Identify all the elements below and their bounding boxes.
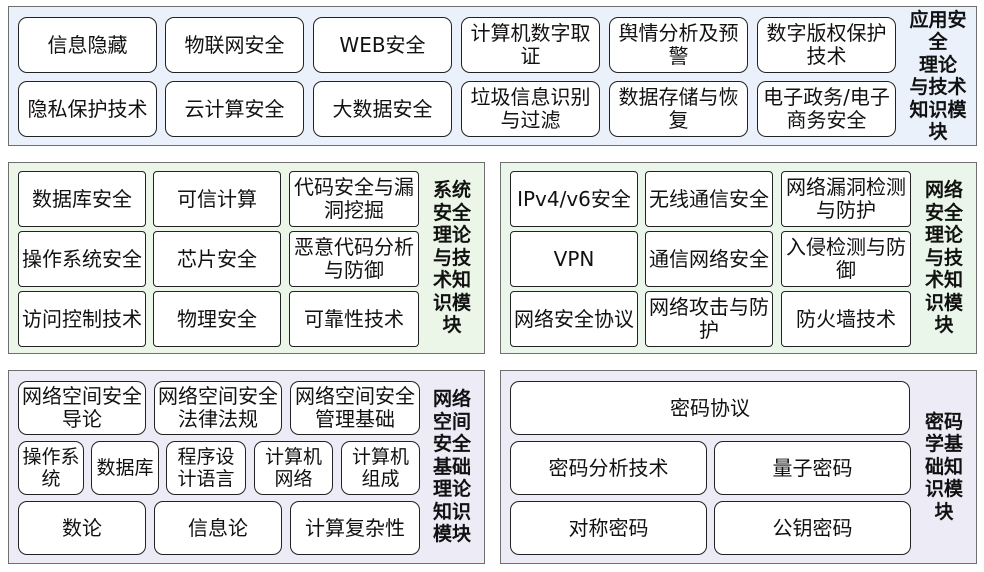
cyberspace-basics-item: 网络空间安全管理基础 [290,381,420,435]
system-security-item: 可信计算 [153,171,281,227]
cyberspace-basics-item: 网络空间安全导论 [18,381,146,435]
network-security-item: IPv4/v6安全 [510,171,638,227]
network-security-item: 防火墙技术 [781,291,911,347]
app-theory-item: 数据存储与恢复 [609,81,748,137]
cyberspace-basics-item: 信息论 [154,501,282,555]
system-security-panel: 数据库安全 可信计算 代码安全与漏洞挖掘 操作系统安全 芯片安全 恶意代码分析与… [8,162,485,354]
network-security-title: 网络 安全 理论 与技 术知 识模 块 [924,179,963,337]
app-theory-item: 信息隐藏 [18,17,157,73]
cryptography-item: 密码协议 [510,381,910,435]
system-security-item: 代码安全与漏洞挖掘 [289,171,419,227]
system-security-title: 系统 安全 理论 与技 术知 识模 块 [432,179,471,337]
app-theory-item: 云计算安全 [165,81,304,137]
app-theory-title: 应用安全 理论 与技术 知识模 块 [909,8,967,144]
cryptography-item: 密码分析技术 [510,441,707,495]
system-security-item: 恶意代码分析与防御 [289,231,419,287]
system-security-item: 芯片安全 [153,231,281,287]
app-theory-item: 舆情分析及预警 [609,17,748,73]
network-security-item: 无线通信安全 [645,171,773,227]
system-security-item: 物理安全 [153,291,281,347]
system-security-item: 操作系统安全 [18,231,146,287]
cyberspace-basics-panel: 网络空间安全导论 网络空间安全法律法规 网络空间安全管理基础 操作系统 数据库 … [8,370,485,564]
network-security-item: 网络攻击与防护 [645,291,773,347]
cryptography-item: 量子密码 [714,441,911,495]
system-security-item: 访问控制技术 [18,291,146,347]
cyberspace-basics-item: 计算机组成 [341,441,420,495]
cryptography-panel: 密码协议 密码分析技术 量子密码 对称密码 公钥密码 密码 学基 础知 识模 块 [500,370,977,564]
cyberspace-basics-item: 数据库 [91,441,159,495]
app-theory-item: WEB安全 [313,17,452,73]
network-security-item: VPN [510,231,638,287]
cyberspace-basics-item: 数论 [18,501,146,555]
cyberspace-basics-item: 计算机网络 [254,441,333,495]
network-security-item: 网络漏洞检测与防护 [781,171,911,227]
app-theory-item: 大数据安全 [313,81,452,137]
app-theory-item: 隐私保护技术 [18,81,157,137]
app-theory-item: 计算机数字取证 [461,17,600,73]
cyberspace-basics-item: 网络空间安全法律法规 [154,381,282,435]
cyberspace-basics-title: 网络 空间 安全 基础 理论 知识 模块 [432,388,471,546]
system-security-item: 可靠性技术 [289,291,419,347]
cyberspace-basics-item: 程序设计语言 [166,441,246,495]
app-theory-item: 数字版权保护技术 [757,17,896,73]
app-theory-item: 物联网安全 [165,17,304,73]
app-theory-panel: 信息隐藏 物联网安全 WEB安全 计算机数字取证 舆情分析及预警 数字版权保护技… [8,6,977,146]
network-security-panel: IPv4/v6安全 无线通信安全 网络漏洞检测与防护 VPN 通信网络安全 入侵… [500,162,977,354]
app-theory-item: 电子政务/电子商务安全 [757,81,896,137]
cyberspace-basics-item: 计算复杂性 [290,501,420,555]
app-theory-item: 垃圾信息识别与过滤 [461,81,600,137]
cryptography-item: 对称密码 [510,501,707,555]
cryptography-title: 密码 学基 础知 识模 块 [924,410,963,523]
network-security-item: 通信网络安全 [645,231,773,287]
cyberspace-basics-item: 操作系统 [18,441,84,495]
network-security-item: 入侵检测与防御 [781,231,911,287]
cryptography-item: 公钥密码 [714,501,911,555]
system-security-item: 数据库安全 [18,171,146,227]
network-security-item: 网络安全协议 [510,291,638,347]
